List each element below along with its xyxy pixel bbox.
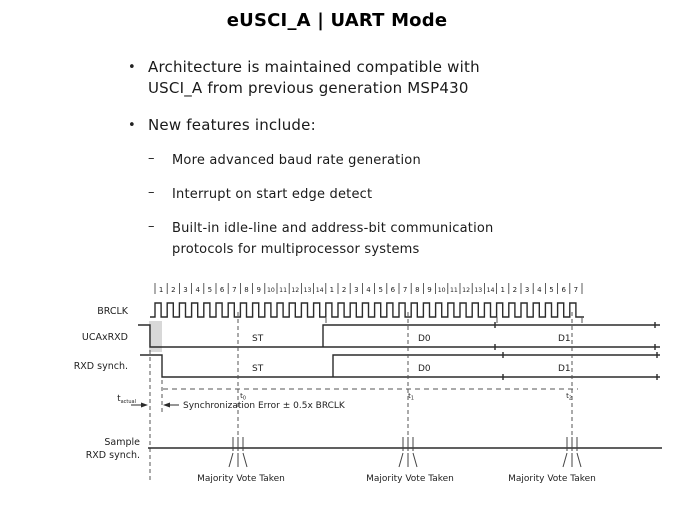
d1-label-ucaxrxd: D1 xyxy=(558,334,571,344)
bit-counter-value: 6 xyxy=(561,286,566,294)
bit-counter-value: 3 xyxy=(525,286,529,294)
bullet-architecture: • Architecture is maintained compatible … xyxy=(128,57,480,99)
sample-label-line2: RXD synch. xyxy=(86,450,140,461)
bit-counter-value: 5 xyxy=(378,286,382,294)
dash-marker: – xyxy=(148,151,155,166)
bit-counter-value: 7 xyxy=(232,286,236,294)
dash-marker: – xyxy=(148,185,155,200)
page-title: eUSCI_A | UART Mode xyxy=(226,10,448,31)
bit-counter-value: 12 xyxy=(291,287,299,294)
sub-bullet-baud-rate: – More advanced baud rate generation xyxy=(148,150,421,171)
t1-label: t1 xyxy=(408,392,414,402)
sub-bullet-interrupt: – Interrupt on start edge detect xyxy=(148,184,372,205)
bullet-line: Architecture is maintained compatible wi… xyxy=(148,58,480,76)
bit-counter-value: 8 xyxy=(244,286,248,294)
bit-counter-value: 6 xyxy=(220,286,225,294)
bit-counter-value: 2 xyxy=(342,286,346,294)
st-label-ucaxrxd: ST xyxy=(252,334,264,344)
bullet-line: USCI_A from previous generation MSP430 xyxy=(148,79,469,97)
bit-counter-value: 12 xyxy=(462,287,470,294)
bit-counter-value: 4 xyxy=(195,286,200,294)
sub-bullet-line: Built-in idle-line and address-bit commu… xyxy=(172,221,494,236)
bit-counter-value: 2 xyxy=(513,286,517,294)
bullet-new-features: • New features include: xyxy=(128,115,316,136)
bit-counter-value: 8 xyxy=(415,286,419,294)
sub-bullet-text: Built-in idle-line and address-bit commu… xyxy=(172,218,494,260)
t-actual-label: tactual xyxy=(117,394,136,405)
bit-counter-value: 14 xyxy=(316,287,324,294)
bit-counter-value: 1 xyxy=(500,286,504,294)
bit-counter-value: 6 xyxy=(391,286,396,294)
majority-vote-ticks xyxy=(228,437,248,468)
arrow-right-icon xyxy=(141,402,148,408)
majority-vote-marker: Majority Vote Taken xyxy=(197,437,285,484)
bit-counter-value: 9 xyxy=(256,286,260,294)
t2-label: t2 xyxy=(566,392,572,402)
sync-error-label: Synchronization Error ± 0.5x BRCLK xyxy=(183,401,346,411)
bit-counter-value: 11 xyxy=(279,287,287,294)
sub-bullet-text: More advanced baud rate generation xyxy=(172,153,421,168)
d1-label-rxd: D1 xyxy=(558,364,571,374)
bit-counter-value: 13 xyxy=(474,287,482,294)
sub-bullet-text: Interrupt on start edge detect xyxy=(172,187,373,202)
sample-label-line1: Sample xyxy=(104,437,140,448)
bullet-text: New features include: xyxy=(148,116,316,134)
ucaxrxd-wave xyxy=(138,322,660,350)
bit-counter-value: 1 xyxy=(159,286,163,294)
bit-counter-value: 4 xyxy=(537,286,542,294)
majority-vote-label: Majority Vote Taken xyxy=(366,474,454,484)
bit-counter-value: 3 xyxy=(183,286,187,294)
sub-bullet-protocols: – Built-in idle-line and address-bit com… xyxy=(148,218,494,260)
bullet-text: Architecture is maintained compatible wi… xyxy=(148,57,480,99)
bit-counter-value: 13 xyxy=(304,287,312,294)
majority-vote-ticks xyxy=(398,437,418,468)
majority-vote-label: Majority Vote Taken xyxy=(508,474,596,484)
majority-vote-marker: Majority Vote Taken xyxy=(508,437,596,484)
bit-counter-value: 11 xyxy=(450,287,458,294)
bit-counter-value: 14 xyxy=(487,287,495,294)
majority-vote-label: Majority Vote Taken xyxy=(197,474,285,484)
arrow-left-icon xyxy=(163,402,170,408)
majority-vote-ticks xyxy=(562,437,582,468)
bit-counter-value: 7 xyxy=(403,286,407,294)
bullet-marker: • xyxy=(128,118,136,133)
sub-bullet-line: protocols for multiprocessor systems xyxy=(172,242,420,257)
dash-marker: – xyxy=(148,219,155,234)
rxd-synch-label: RXD synch. xyxy=(74,361,128,372)
bit-counter-value: 5 xyxy=(549,286,553,294)
start-edge-highlight xyxy=(149,321,162,352)
t0-label: t0 xyxy=(240,392,246,402)
bit-counter-value: 10 xyxy=(438,287,446,294)
bit-counter-value: 10 xyxy=(267,287,275,294)
d0-label-rxd: D0 xyxy=(418,364,431,374)
bit-counter-value: 2 xyxy=(171,286,175,294)
bit-counter-value: 5 xyxy=(208,286,212,294)
ucaxrxd-label: UCAxRXD xyxy=(82,332,128,343)
bullet-marker: • xyxy=(128,60,136,75)
bit-counter-value: 4 xyxy=(366,286,371,294)
bit-counter-value: 9 xyxy=(427,286,431,294)
d0-label-ucaxrxd: D0 xyxy=(418,334,431,344)
bit-counter-value: 7 xyxy=(574,286,578,294)
bit-boundary-ticks xyxy=(325,317,583,323)
majority-vote-marker: Majority Vote Taken xyxy=(366,437,454,484)
brclk-wave-path xyxy=(150,302,584,318)
st-label-rxd: ST xyxy=(252,364,264,374)
bit-counter-value: 3 xyxy=(354,286,358,294)
bit-counter-value: 1 xyxy=(330,286,334,294)
rxd-synch-wave xyxy=(140,352,660,380)
brclk-label: BRCLK xyxy=(97,306,129,317)
